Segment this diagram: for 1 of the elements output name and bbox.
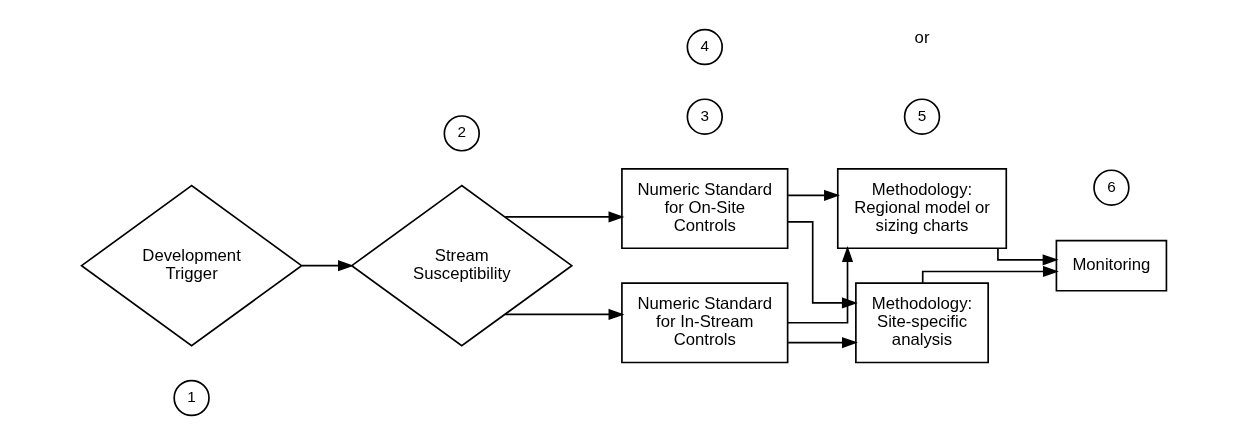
label: or: [914, 28, 929, 47]
